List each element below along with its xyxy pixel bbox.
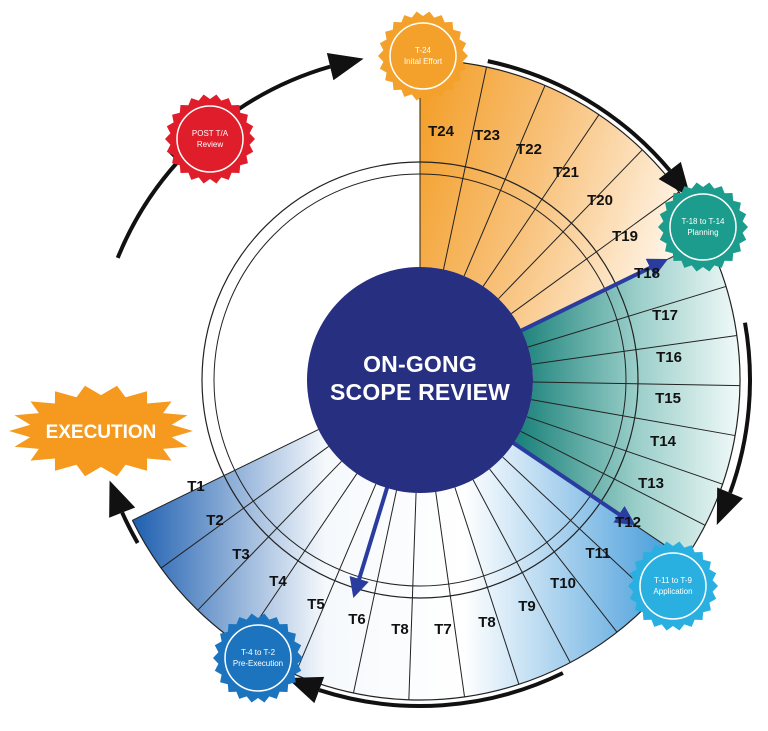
segment-divider-7	[527, 285, 727, 348]
segment-label-t17: T17	[652, 307, 678, 324]
segment-label-t16: T16	[656, 349, 682, 366]
segment-label-t24: T24	[428, 123, 455, 140]
segment-divider-5	[511, 191, 680, 314]
segment-divider-21	[294, 483, 377, 675]
badge-initial-line-2: Inital Effort	[404, 57, 443, 66]
pointer-application	[509, 439, 636, 526]
arrow-post-to-initial	[236, 64, 331, 112]
badge-post-review: POST T/A Review	[165, 94, 255, 184]
arrow-exec-to-post	[115, 160, 180, 259]
arrow-initial-to-planning	[487, 59, 672, 172]
arrow-preexec-to-exec-head	[109, 480, 136, 518]
badge-application-line-2: Application	[653, 587, 692, 596]
segment-label-t3: T3	[232, 546, 250, 563]
segment-label-t8-left: T8	[391, 621, 409, 638]
segment-divider-24	[160, 446, 329, 569]
segment-label-t19: T19	[612, 228, 638, 245]
segment-label-t14: T14	[650, 433, 677, 450]
badge-planning: T-18 to T-14 Planning	[658, 182, 748, 272]
segment-divider-16	[472, 479, 571, 663]
segment-label-t18: T18	[634, 265, 660, 282]
arrow-preexec-to-exec	[120, 511, 140, 544]
badge-preexec-line-2: Pre-Execution	[233, 659, 283, 668]
segment-divider-25	[132, 429, 319, 521]
segment-divider-12	[520, 430, 706, 526]
phase-pointer-arrows	[349, 258, 669, 599]
badge-post-line-2: Review	[197, 140, 223, 149]
segment-divider-23	[197, 460, 342, 611]
segment-divider-19	[408, 492, 417, 700]
badge-application-line-1: T-11 to T-9	[654, 576, 692, 585]
segment-label-t20: T20	[587, 192, 613, 209]
segment-label-t13: T13	[638, 475, 664, 492]
segment-label-t1: T1	[187, 478, 205, 495]
segment-divider-9	[532, 381, 740, 387]
segment-divider-17	[454, 487, 520, 685]
segment-label-t9: T9	[518, 598, 536, 615]
badge-planning-line-2: Planning	[687, 228, 718, 237]
segment-divider-14	[502, 456, 655, 599]
segment-label-t6: T6	[348, 611, 366, 628]
segment-divider-4	[498, 149, 643, 300]
segment-label-t12: T12	[615, 514, 641, 531]
arrow-initial-to-planning-head	[658, 161, 691, 198]
segment-label-t11: T11	[585, 545, 610, 562]
badge-pre-execution: T-4 to T-2 Pre-Execution	[213, 613, 303, 703]
segment-divider-15	[489, 468, 618, 633]
pointer-planning	[517, 258, 669, 335]
timeline-rings	[131, 59, 741, 701]
badge-application: T-11 to T-9 Application	[628, 541, 718, 631]
badge-initial-line-1: T-24	[415, 46, 432, 55]
arrow-planning-to-application	[728, 322, 753, 494]
segment-divider-10	[531, 399, 736, 437]
arrow-application-to-preexec-head	[287, 676, 325, 704]
segment-divider-2	[463, 85, 546, 277]
segment-divider-18	[435, 491, 466, 697]
execution-starburst: EXECUTION	[9, 385, 193, 477]
segment-label-t10: T10	[550, 575, 576, 592]
segment-label-t4: T4	[269, 573, 287, 590]
arrow-post-to-initial-head	[326, 53, 364, 81]
segment-divider-20	[352, 490, 397, 694]
segment-label-t8-right: T8	[478, 614, 496, 631]
badge-post-line-1: POST T/A	[192, 129, 229, 138]
segment-label-t2: T2	[206, 512, 224, 529]
badge-initial-effort: T-24 Inital Effort	[378, 11, 468, 101]
execution-label: EXECUTION	[46, 422, 157, 443]
segment-divider-3	[482, 114, 600, 287]
center-circle: ON-GONG SCOPE REVIEW	[307, 267, 533, 493]
pointer-preexec	[349, 483, 391, 599]
segment-labels: T24 T23 T22 T21 T20 T19 T18 T17 T16 T15 …	[187, 123, 682, 638]
segment-label-t22: T22	[516, 141, 542, 158]
arrow-application-to-preexec	[318, 671, 564, 708]
segment-label-t21: T21	[553, 164, 579, 181]
segment-label-t15: T15	[655, 390, 681, 407]
segment-label-t7: T7	[434, 621, 452, 638]
segment-label-t23: T23	[474, 127, 500, 144]
segment-divider-8	[531, 334, 737, 365]
badge-planning-line-1: T-18 to T-14	[682, 217, 726, 226]
segment-divider-1	[443, 66, 488, 270]
orange-sector	[420, 60, 708, 331]
segment-label-t5: T5	[307, 596, 325, 613]
arrow-planning-to-application-head	[716, 487, 744, 526]
center-title-line-1: ON-GONG	[363, 351, 477, 377]
center-title-line-2: SCOPE REVIEW	[330, 379, 510, 405]
segment-divider-11	[526, 416, 723, 485]
badge-preexec-line-1: T-4 to T-2	[241, 648, 276, 657]
